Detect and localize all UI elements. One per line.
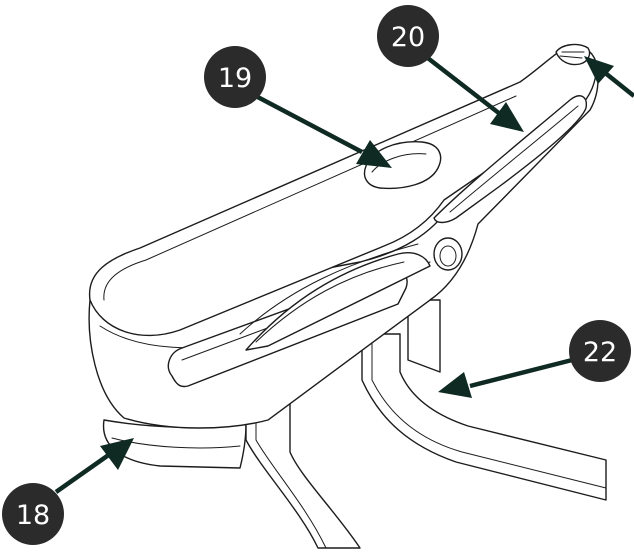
callout-18-circle: [2, 483, 64, 545]
arrow-18: [54, 438, 134, 494]
callout-19: 19: [204, 46, 266, 108]
stand-legs: [245, 299, 607, 549]
top-button: [363, 141, 442, 190]
side-groove: [433, 95, 587, 224]
arrow-20: [418, 50, 524, 132]
arrow-tip: [584, 56, 634, 98]
arrows: [54, 50, 634, 494]
callout-22-label: 22: [583, 337, 617, 368]
callout-20: 20: [377, 5, 439, 67]
arrow-22: [438, 355, 581, 398]
strap-band: [239, 243, 431, 351]
callout-22: 22: [569, 320, 631, 382]
callout-19-circle: [204, 46, 266, 108]
callout-18-label: 18: [16, 500, 50, 531]
callout-18: 18: [2, 483, 64, 545]
callout-19-label: 19: [218, 63, 252, 94]
side-knob: [433, 237, 463, 271]
arrow-19: [250, 92, 392, 168]
callout-20-circle: [377, 5, 439, 67]
callout-22-circle: [569, 320, 631, 382]
callout-20-label: 20: [391, 22, 425, 53]
